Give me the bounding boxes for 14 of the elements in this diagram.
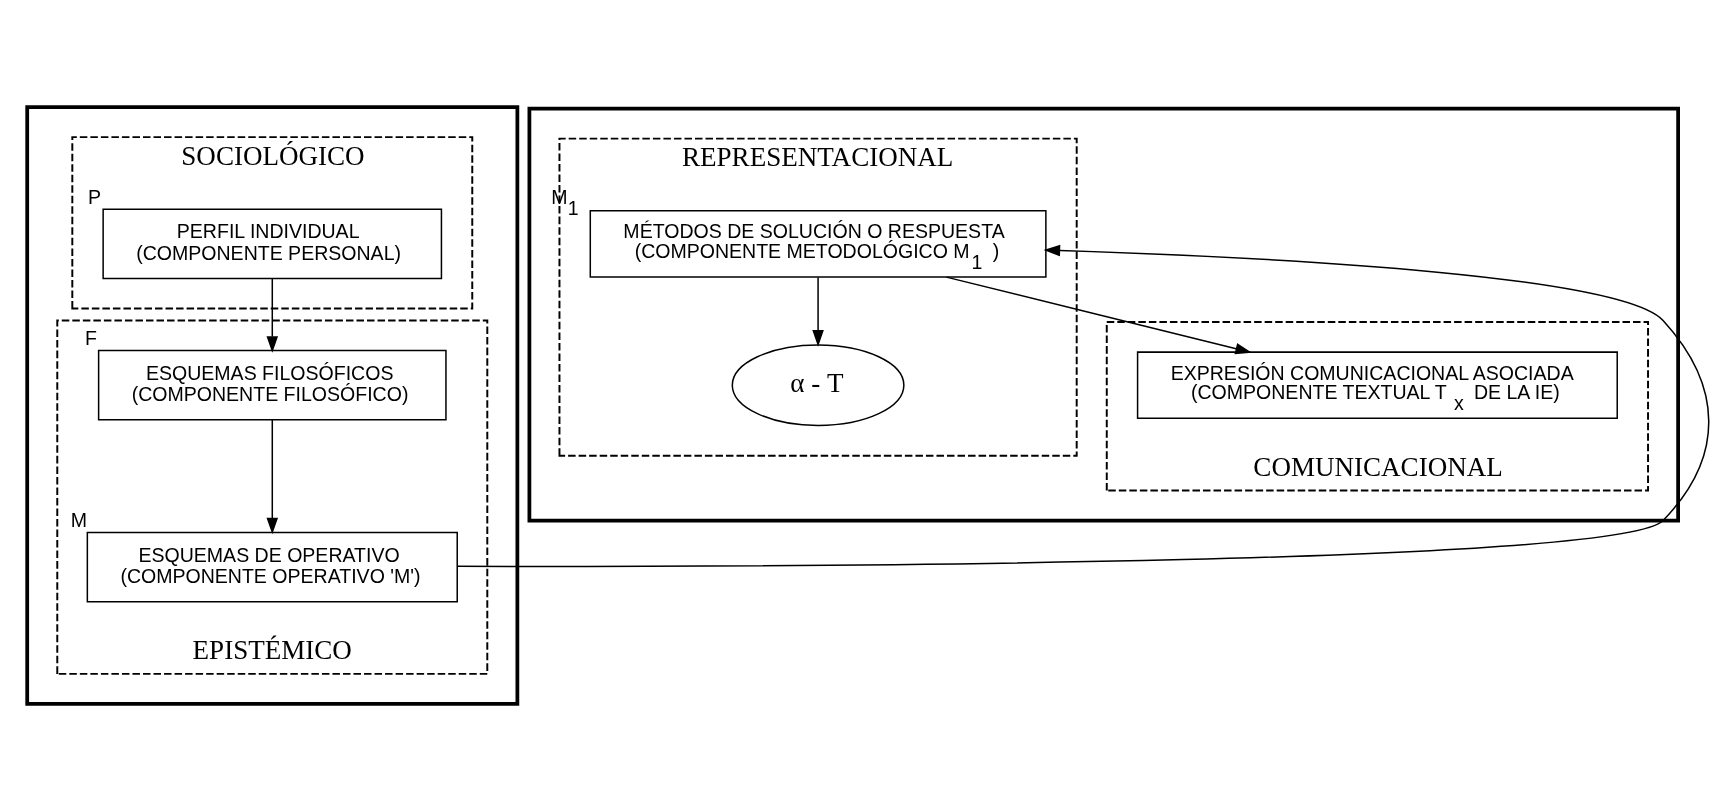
node-label: M bbox=[70, 508, 88, 531]
arrow bbox=[266, 277, 279, 353]
cluster bbox=[527, 106, 1680, 522]
node-box: ESQUEMAS DE OPERATIVO (COMPONENTE OPERATIVO 'M') bbox=[86, 531, 458, 602]
node-ellipse: α - T bbox=[731, 343, 905, 426]
node-box: PERFIL INDIVIDUAL (COMPONENTE PERSONAL) bbox=[102, 208, 443, 279]
arrow bbox=[456, 244, 1710, 567]
node-label: F bbox=[85, 326, 98, 349]
node-box: ESQUEMAS FILOSÓFICOS (COMPONENTE FILOSÓFICO) bbox=[97, 349, 447, 421]
arrow bbox=[945, 275, 1252, 354]
cluster bbox=[25, 104, 520, 706]
arrow bbox=[812, 276, 824, 347]
arrow bbox=[266, 418, 279, 534]
node-label: P bbox=[88, 185, 102, 208]
